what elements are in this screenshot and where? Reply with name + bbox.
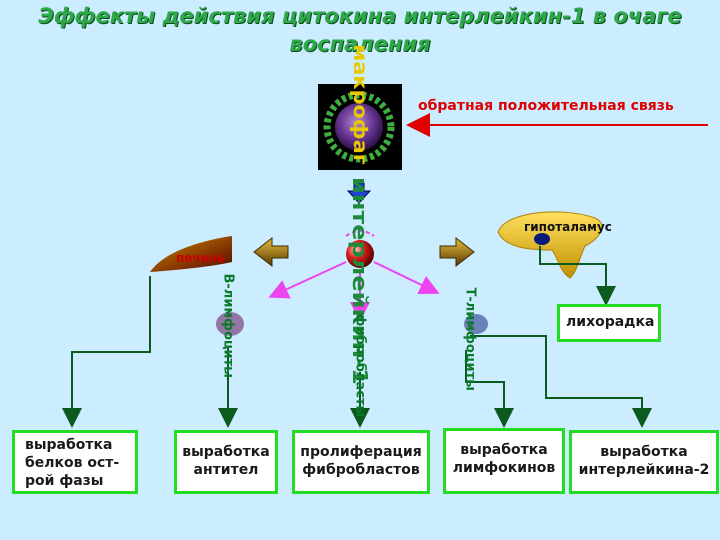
lymphokines-box: выработка лимфокинов (443, 428, 565, 494)
feedback-label: обратная положительная связь (418, 98, 674, 114)
t-connector-a (465, 350, 514, 428)
hypothalamus-label: гипоталамус (524, 220, 612, 234)
interleukin-ball (346, 240, 374, 268)
right-arrow-icon (439, 236, 475, 268)
fibroblasts-label: фибробласты (352, 313, 368, 418)
pink-arrow-b (268, 261, 347, 299)
hypothalamus-image (497, 211, 603, 279)
fibro-prolif-text: пролиферация фибробластов (300, 444, 422, 478)
pink-arrow-t (373, 261, 440, 295)
acute-phase-text: выработка белков ост-рой фазы (25, 437, 120, 489)
diagram-title: Эффекты действия цитокина интерлейкин-1 … (38, 4, 682, 56)
t-lymphocytes-label: Т-лимфоциты (462, 287, 478, 391)
lymphokines-text: выработка лимфокинов (452, 442, 556, 476)
down-arrow-icon (346, 182, 372, 204)
t-cell-image (464, 314, 488, 334)
fibro-prolif-box: пролиферация фибробластов (292, 430, 430, 494)
b-cell-image (216, 312, 244, 336)
fever-text: лихорадка (566, 314, 655, 330)
macrophage-label: макрофаг (349, 44, 371, 165)
liver-image (150, 236, 232, 272)
antibodies-box: выработка антител (174, 430, 278, 494)
t-connector-b (470, 335, 652, 428)
fever-box: лихорадка (557, 304, 661, 342)
interleukin-label: интерлейкин-1 (348, 177, 372, 385)
b-lymphocytes-label: В-лимфоциты (220, 273, 236, 378)
left-arrow-icon (253, 236, 289, 268)
liver-connector (62, 276, 151, 428)
acute-phase-box: выработка белков ост-рой фазы (12, 430, 138, 494)
antibodies-text: выработка антител (182, 444, 270, 478)
macrophage-image (318, 84, 402, 170)
il2-box: выработка интерлейкина-2 (569, 430, 719, 494)
liver-label: печень (176, 251, 225, 265)
il2-text: выработка интерлейкина-2 (578, 444, 710, 478)
hypo-connector (539, 246, 616, 306)
